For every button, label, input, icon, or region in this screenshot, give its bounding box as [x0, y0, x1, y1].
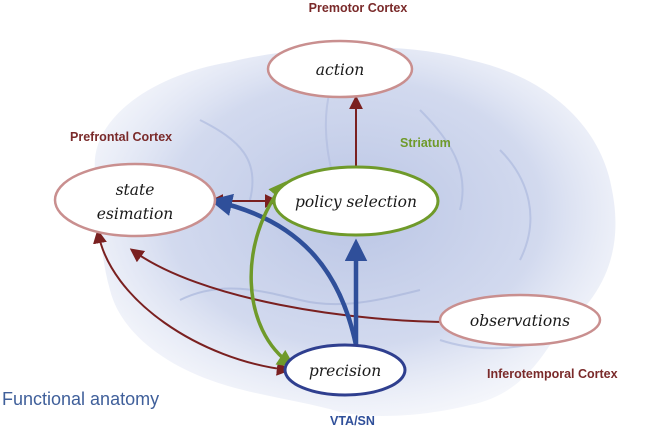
- node-state-estimation: state esimation: [53, 162, 217, 238]
- node-observations: observations: [438, 293, 602, 347]
- node-action: action: [266, 39, 414, 99]
- label-prefrontal-cortex: Prefrontal Cortex: [70, 130, 172, 144]
- caption-functional-anatomy: Functional anatomy: [2, 389, 159, 409]
- node-policy-selection: policy selection: [272, 165, 440, 237]
- arrow-policy-precision-green: [249, 181, 295, 367]
- node-observations-label: observations: [470, 312, 570, 330]
- arrow-precision-to-state-blue: [209, 193, 359, 346]
- node-state-label-line1: state: [116, 181, 155, 199]
- label-vta-sn: VTA/SN: [330, 414, 375, 428]
- label-premotor-cortex: Premotor Cortex: [309, 1, 408, 15]
- label-striatum: Striatum: [400, 136, 451, 150]
- node-policy-label: policy selection: [295, 193, 417, 211]
- node-precision-label: precision: [309, 362, 381, 380]
- node-state-label-line2: esimation: [97, 205, 174, 223]
- label-inferotemporal-cortex: Inferotemporal Cortex: [487, 367, 618, 381]
- arrow-state-to-precision: [93, 229, 291, 376]
- node-action-label: action: [316, 61, 364, 79]
- connections: [93, 95, 455, 376]
- node-precision: precision: [283, 343, 407, 397]
